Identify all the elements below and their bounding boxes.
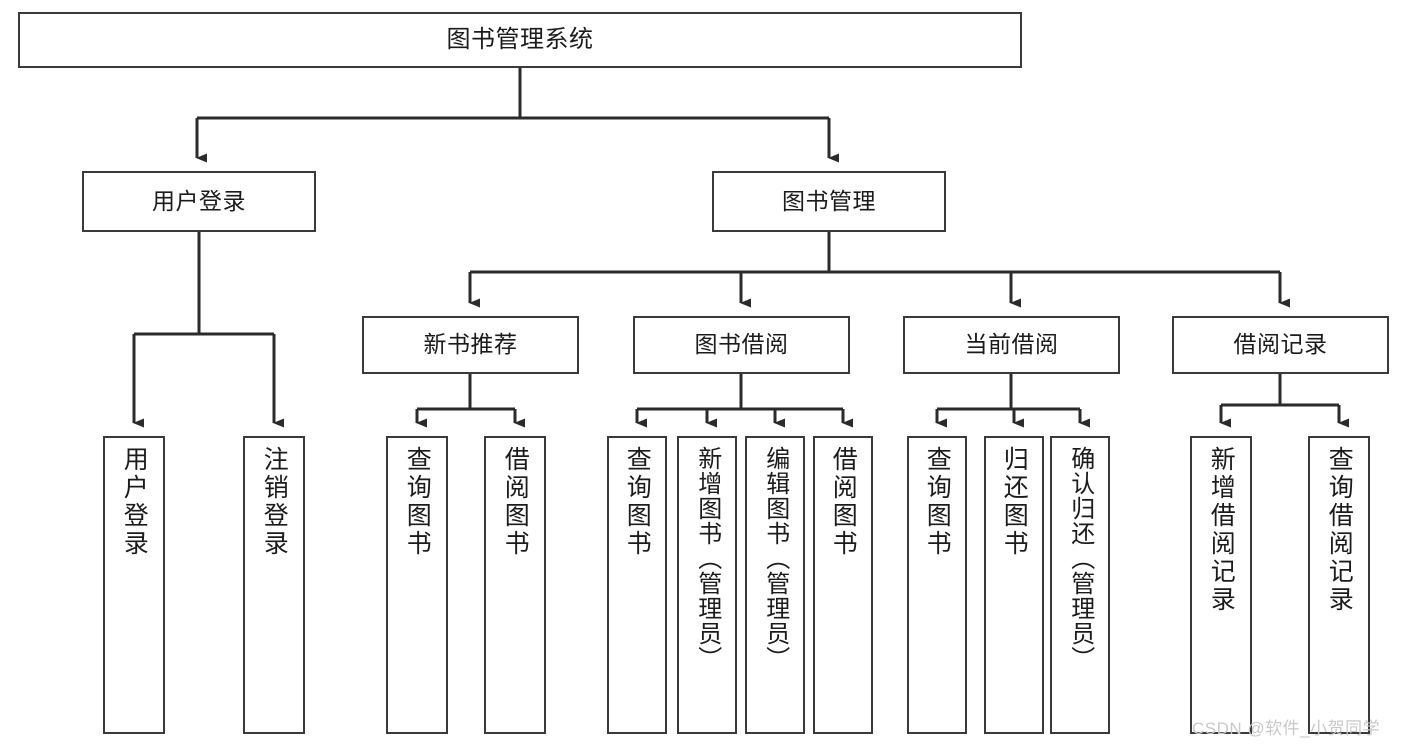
node-new-book-rec-label: 新书推荐 [423,331,518,358]
node-leaf-rec-borrow-book-label: 借阅图书 [501,446,530,558]
node-leaf-br-add-record-label: 新增借阅记录 [1207,446,1236,614]
node-leaf-cb-query-book[interactable]: 查询图书 [907,436,967,734]
node-new-book-rec[interactable]: 新书推荐 [362,316,579,374]
node-book-borrow[interactable]: 图书借阅 [633,316,850,374]
node-leaf-cb-query-book-label: 查询图书 [923,446,952,558]
node-leaf-user-login[interactable]: 用户登录 [103,436,165,734]
node-user-login[interactable]: 用户登录 [82,171,316,232]
node-borrow-record-label: 借阅记录 [1233,331,1328,358]
node-current-borrow-label: 当前借阅 [964,331,1059,358]
node-leaf-br-query-record-label: 查询借阅记录 [1325,446,1354,614]
node-leaf-bb-query-book-label: 查询图书 [623,446,652,558]
node-leaf-br-add-record[interactable]: 新增借阅记录 [1190,436,1252,734]
node-leaf-user-login-label: 用户登录 [120,446,149,558]
node-leaf-br-query-record[interactable]: 查询借阅记录 [1308,436,1370,734]
node-leaf-bb-borrow-book-label: 借阅图书 [829,446,858,558]
node-leaf-user-logout[interactable]: 注销登录 [243,436,305,734]
node-leaf-bb-edit-book[interactable]: 编辑图书（管理员） [745,436,805,734]
node-leaf-rec-query-book-label: 查询图书 [403,446,432,558]
node-root-label: 图书管理系统 [446,25,594,53]
node-leaf-bb-edit-book-label: 编辑图书（管理员） [761,446,789,671]
node-leaf-bb-borrow-book[interactable]: 借阅图书 [813,436,873,734]
node-leaf-rec-query-book[interactable]: 查询图书 [386,436,448,734]
node-leaf-bb-add-book-label: 新增图书（管理员） [693,446,721,671]
node-leaf-bb-add-book[interactable]: 新增图书（管理员） [677,436,737,734]
node-book-manage[interactable]: 图书管理 [712,171,946,232]
node-leaf-user-logout-label: 注销登录 [260,446,289,558]
node-borrow-record[interactable]: 借阅记录 [1172,316,1389,374]
node-user-login-label: 用户登录 [152,187,246,214]
node-leaf-cb-return-book[interactable]: 归还图书 [984,436,1044,734]
node-root[interactable]: 图书管理系统 [18,12,1022,68]
node-leaf-cb-confirm-return[interactable]: 确认归还（管理员） [1050,436,1110,734]
node-leaf-rec-borrow-book[interactable]: 借阅图书 [484,436,546,734]
node-book-manage-label: 图书管理 [782,187,876,214]
node-book-borrow-label: 图书借阅 [694,331,789,358]
node-leaf-bb-query-book[interactable]: 查询图书 [607,436,667,734]
node-current-borrow[interactable]: 当前借阅 [903,316,1120,374]
node-leaf-cb-confirm-return-label: 确认归还（管理员） [1066,446,1094,671]
node-leaf-cb-return-book-label: 归还图书 [1000,446,1029,558]
watermark-csdn: CSDN @软件_小贺同学 [1192,719,1381,738]
